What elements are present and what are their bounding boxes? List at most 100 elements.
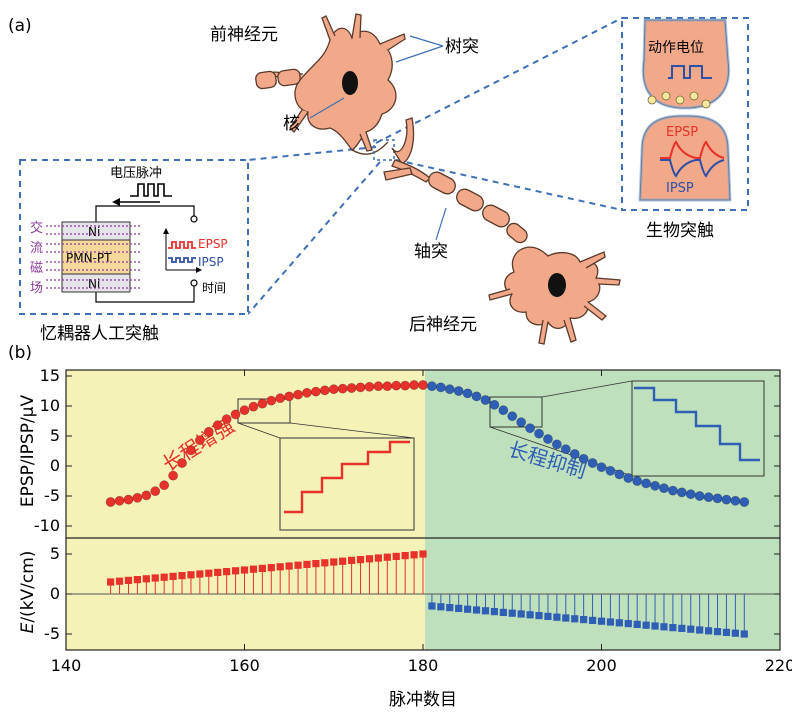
epsp-ipsp-point [203,426,214,437]
field-point [392,552,400,560]
field-point [597,617,606,625]
epsp-ipsp-point [480,395,491,405]
epsp-ipsp-point [507,411,518,422]
x-tick-label: 160 [229,656,260,675]
field-point [383,553,391,561]
epsp-ipsp-point [409,380,419,390]
field-point [133,576,141,584]
field-point [276,563,284,571]
field-point [231,567,240,575]
field-point [651,622,659,630]
field-point [713,628,722,636]
ylabel-bottom: E/(kV/cm) [18,551,38,634]
epsp-ipsp-point [498,405,509,416]
field-point [285,562,293,570]
field-point [142,575,150,583]
epsp-ipsp-point [310,386,321,397]
field-point [562,614,570,622]
epsp-ipsp-point [373,381,384,392]
device-ipsp-label: IPSP [198,255,224,269]
epsp-ipsp-point [284,391,295,402]
post-neuron-label: 后神经元 [409,315,477,335]
bio-ipsp-label: IPSP [666,181,694,196]
field-point [240,566,249,574]
field-point [472,606,481,614]
field-point [205,569,213,577]
field-point [678,624,686,632]
epsp-ipsp-point [694,491,705,501]
field-point [437,603,445,611]
epsp-ipsp-point [364,381,375,392]
field-point [151,574,159,582]
field-point [267,564,275,572]
field-point [124,576,133,584]
field-point [517,610,525,618]
xlabel: 脉冲数目 [389,690,457,710]
axon [383,117,528,244]
panel-b-label: (b) [8,343,32,363]
field-point [535,612,543,620]
field-point [526,611,534,619]
epsp-ipsp-point [703,492,714,503]
epsp-ipsp-point [471,391,482,402]
svg-text:流: 流 [30,241,43,256]
field-point [187,571,195,579]
epsp-ipsp-point [721,494,732,505]
epsp-ipsp-point [293,389,303,400]
device-stack [61,221,131,293]
field-point [303,560,311,568]
field-point [169,572,177,580]
field-point [571,615,579,623]
epsp-ipsp-point [614,469,625,480]
epsp-ipsp-point [560,444,571,455]
field-point [446,604,454,612]
epsp-ipsp-point [346,383,357,393]
epsp-ipsp-point [257,398,268,409]
dendrite-label: 树突 [445,37,479,57]
y-tick-label: 0 [50,456,60,475]
epsp-ipsp-point [525,423,535,434]
x-tick-label: 200 [586,656,617,675]
epsp-ipsp-point [516,417,527,428]
axon-pointer [435,207,447,241]
field-point [553,613,561,621]
epsp-ipsp-point [168,470,178,481]
x-tick-label: 220 [765,656,792,675]
pulse-arrow-head [112,198,120,206]
action-potential-wave [668,65,712,79]
epsp-ipsp-point [676,487,687,498]
field-point [294,561,302,569]
epsp-ipsp-point [123,494,134,505]
field-point [481,607,490,615]
field-point [696,626,704,634]
epsp-ipsp-point [302,387,312,398]
epsp-ipsp-point [337,383,348,394]
axon-label: 轴突 [414,242,448,262]
epsp-ipsp-point [650,480,660,491]
epsp-ipsp-point [739,497,750,507]
svg-text:场: 场 [30,281,43,296]
field-point [401,552,409,560]
epsp-ipsp-point [400,380,411,391]
epsp-ipsp-point [543,434,553,444]
x-tick-label: 180 [408,656,439,675]
y-tick-label: 15 [40,366,60,385]
y-tick-label: -10 [34,516,60,535]
epsp-ipsp-point [462,388,473,399]
epsp-ipsp-point [685,489,696,500]
epsp-ipsp-point [444,384,455,395]
y-tick-label: 5 [50,426,60,445]
memcoupler-label: 忆耦器人工突触 [40,324,159,344]
svg-text:交: 交 [30,220,43,236]
field-point [321,559,329,567]
pre-nucleus [342,71,358,95]
epsp-ipsp-point [632,476,643,486]
field-point [544,612,552,620]
epsp-ipsp-point [551,439,562,450]
field-point [669,624,677,632]
bio-ipsp-wave [660,159,725,178]
epsp-ipsp-point [623,473,634,483]
epsp-ipsp-point [141,490,152,501]
y-tick-label: 5 [50,544,60,563]
